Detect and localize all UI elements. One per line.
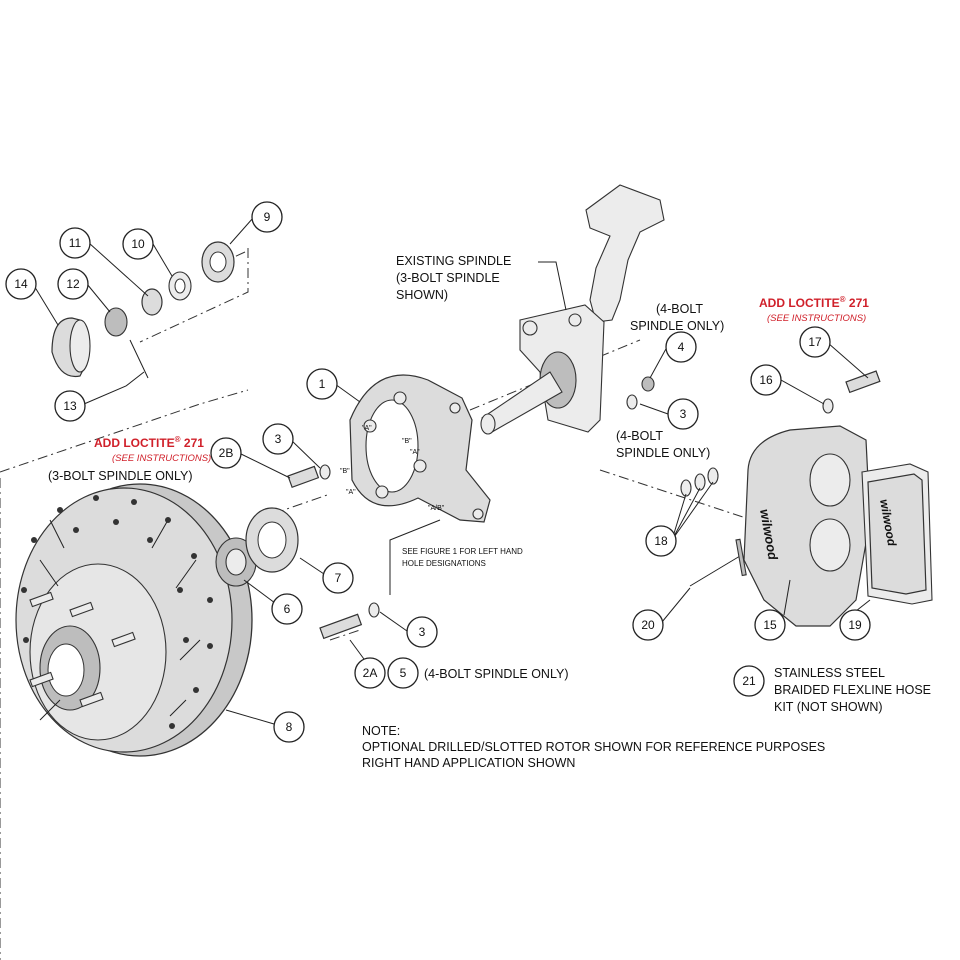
- rotor: [15, 483, 253, 757]
- svg-text:5: 5: [400, 666, 407, 680]
- svg-text:16: 16: [759, 373, 773, 387]
- loctite-note-right: ADD LOCTITE® 271 (SEE INSTRUCTIONS): [759, 295, 869, 324]
- svg-text:ADD LOCTITE® 271: ADD LOCTITE® 271: [759, 295, 869, 310]
- callout-3-lower: 3: [406, 616, 438, 648]
- four-bolt-top-line2: SPINDLE ONLY): [630, 319, 724, 333]
- svg-text:3: 3: [275, 432, 282, 446]
- inner-bearing-and-seal: [215, 507, 299, 587]
- callout-5: 5: [387, 657, 419, 689]
- hole-label: "A": [362, 425, 372, 432]
- assembly-axis-lines: [0, 248, 753, 960]
- svg-text:ADD LOCTITE® 271: ADD LOCTITE® 271: [94, 435, 204, 450]
- callout-13: 13: [54, 390, 86, 422]
- hub-small-parts: [51, 241, 235, 379]
- callout-4: 4: [665, 331, 697, 363]
- callout-3-upper: 3: [262, 423, 294, 455]
- svg-text:8: 8: [286, 720, 293, 734]
- svg-text:4: 4: [678, 340, 685, 354]
- spindle: [480, 184, 665, 435]
- callout-3-right: 3: [667, 398, 699, 430]
- svg-text:18: 18: [654, 534, 668, 548]
- callout-16: 16: [750, 364, 782, 396]
- three-bolt-only: (3-BOLT SPINDLE ONLY): [48, 469, 192, 483]
- svg-text:2B: 2B: [219, 446, 234, 460]
- spindle-label-line2: (3-BOLT SPINDLE: [396, 271, 500, 285]
- callout-11: 11: [59, 227, 91, 259]
- loctite-left-num: 271: [181, 436, 205, 450]
- callout-2A: 2A: [354, 657, 386, 689]
- loctite-left-main: ADD LOCTITE: [94, 436, 175, 450]
- item21-line3: KIT (NOT SHOWN): [774, 700, 883, 714]
- spindle-label-line1: EXISTING SPINDLE: [396, 254, 511, 268]
- callout-15: 15: [754, 609, 786, 641]
- svg-text:14: 14: [14, 277, 28, 291]
- loctite-right-num: 271: [846, 296, 870, 310]
- callout-18: 18: [645, 525, 677, 557]
- loctite-left-reg: ®: [175, 435, 181, 444]
- four-bolt-mid-line1: (4-BOLT: [616, 429, 663, 443]
- callout-19: 19: [839, 609, 871, 641]
- svg-text:19: 19: [848, 618, 862, 632]
- callout-2B: 2B: [210, 437, 242, 469]
- callout-17: 17: [799, 326, 831, 358]
- brake-pads: wilwood: [861, 463, 933, 605]
- svg-text:11: 11: [69, 236, 82, 250]
- note-line1: OPTIONAL DRILLED/SLOTTED ROTOR SHOWN FOR…: [362, 740, 825, 754]
- note-title: NOTE:: [362, 724, 400, 738]
- svg-text:10: 10: [131, 237, 145, 251]
- svg-text:12: 12: [66, 277, 80, 291]
- svg-text:21: 21: [742, 674, 756, 688]
- spindle-label-line3: SHOWN): [396, 288, 448, 302]
- hardware: [287, 370, 881, 640]
- callout-9: 9: [251, 201, 283, 233]
- svg-text:15: 15: [763, 618, 777, 632]
- callout-14: 14: [5, 268, 37, 300]
- svg-text:7: 7: [335, 571, 342, 585]
- caliper: wilwood: [743, 425, 871, 627]
- loctite-right-main: ADD LOCTITE: [759, 296, 840, 310]
- item21-line2: BRAIDED FLEXLINE HOSE: [774, 683, 931, 697]
- svg-text:3: 3: [680, 407, 687, 421]
- hole-label: "A/B": [428, 505, 445, 512]
- labels: EXISTING SPINDLE (3-BOLT SPINDLE SHOWN) …: [48, 254, 931, 770]
- figure-note-line2: HOLE DESIGNATIONS: [402, 559, 486, 568]
- item21-line1: STAINLESS STEEL: [774, 666, 885, 680]
- four-bolt-mid-line2: SPINDLE ONLY): [616, 446, 710, 460]
- callout-12: 12: [57, 268, 89, 300]
- loctite-note-left: ADD LOCTITE® 271 (SEE INSTRUCTIONS): [94, 435, 211, 464]
- callout-8: 8: [273, 711, 305, 743]
- callout-10: 10: [122, 228, 154, 260]
- svg-text:6: 6: [284, 602, 291, 616]
- note-line2: RIGHT HAND APPLICATION SHOWN: [362, 756, 575, 770]
- loctite-right-reg: ®: [840, 295, 846, 304]
- svg-text:1: 1: [319, 377, 326, 391]
- caliper-bracket: "A" "B" "B" "A" "A" "A/B": [340, 374, 491, 523]
- svg-text:9: 9: [264, 210, 271, 224]
- callout-21: 21: [733, 665, 765, 697]
- leader-lines: [32, 217, 871, 725]
- hole-label: "B": [402, 438, 412, 445]
- svg-text:20: 20: [641, 618, 655, 632]
- four-bolt-top-line1: (4-BOLT: [656, 302, 703, 316]
- svg-text:13: 13: [63, 399, 77, 413]
- svg-text:2A: 2A: [363, 666, 378, 680]
- svg-text:17: 17: [808, 335, 822, 349]
- hole-label: "B": [340, 468, 350, 475]
- callout-6: 6: [271, 593, 303, 625]
- svg-text:3: 3: [419, 625, 426, 639]
- loctite-right-sub: (SEE INSTRUCTIONS): [767, 313, 866, 324]
- loctite-left-sub: (SEE INSTRUCTIONS): [112, 453, 211, 464]
- callout-7: 7: [322, 562, 354, 594]
- hole-label: "A": [410, 449, 420, 456]
- callout-20: 20: [632, 609, 664, 641]
- callout-1: 1: [306, 368, 338, 400]
- hole-label: "A": [346, 489, 356, 496]
- figure-note-line1: SEE FIGURE 1 FOR LEFT HAND: [402, 547, 523, 556]
- four-bolt-bottom: (4-BOLT SPINDLE ONLY): [424, 667, 568, 681]
